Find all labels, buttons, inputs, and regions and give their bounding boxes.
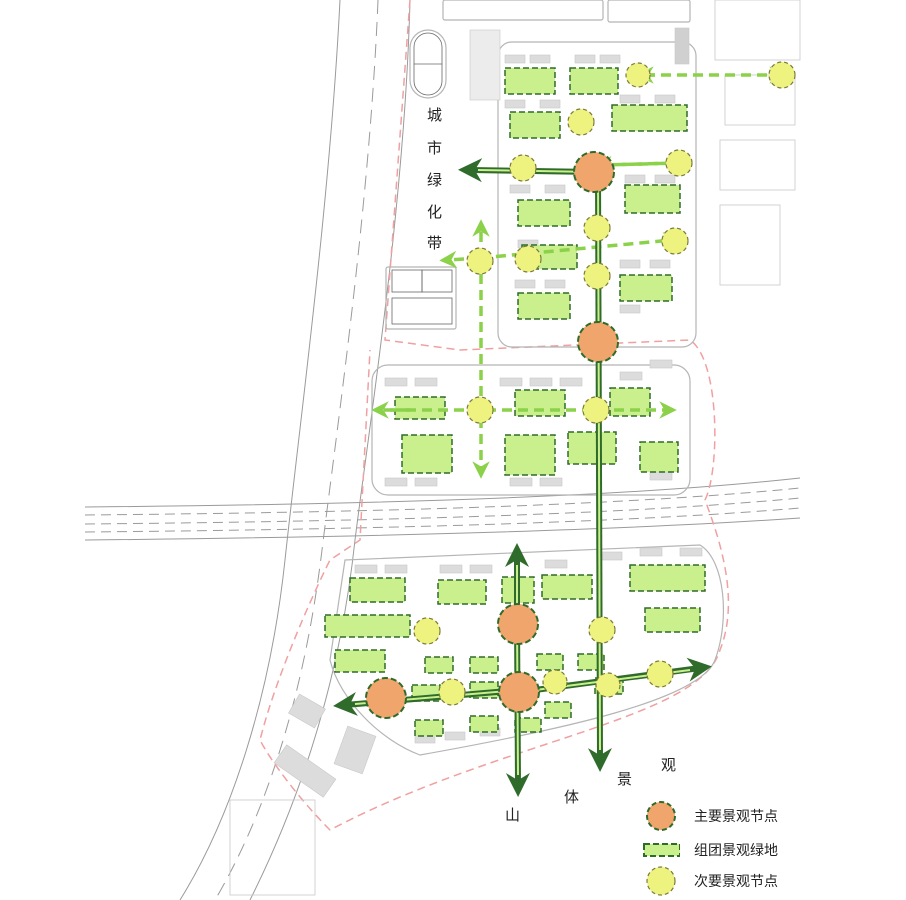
label-char: 市	[427, 139, 443, 157]
legend-secondary-node: 次要景观节点	[642, 866, 778, 896]
block-outlines	[329, 0, 724, 756]
label-char: 山	[505, 806, 521, 824]
primary-landscape-nodes	[365, 151, 619, 719]
expressway-east-west	[84, 477, 801, 541]
legend-cluster-green: 组团景观绿地	[642, 835, 778, 865]
secondary-landscape-nodes	[413, 61, 796, 706]
label-char: 景	[617, 770, 633, 788]
primary-node-swatch	[642, 801, 680, 831]
label-char: 观	[661, 756, 677, 774]
legend-label: 组团景观绿地	[694, 843, 778, 859]
label-char: 带	[427, 234, 443, 252]
building-footprints	[273, 27, 703, 798]
label-char: 体	[564, 788, 580, 806]
legend-label: 次要景观节点	[694, 874, 778, 890]
legend-primary-node: 主要景观节点	[642, 801, 778, 831]
label-char: 城	[427, 106, 443, 124]
site-boundary	[259, 0, 730, 831]
sports-facilities	[391, 32, 453, 325]
secondary-node-swatch	[642, 866, 680, 896]
neighbouring-buildings	[229, 0, 801, 896]
label-char: 化	[427, 203, 443, 221]
legend-label: 主要景观节点	[694, 809, 778, 825]
main-road-west	[179, 0, 411, 900]
label-char: 绿	[427, 171, 443, 189]
cluster-green-swatch	[642, 835, 680, 865]
